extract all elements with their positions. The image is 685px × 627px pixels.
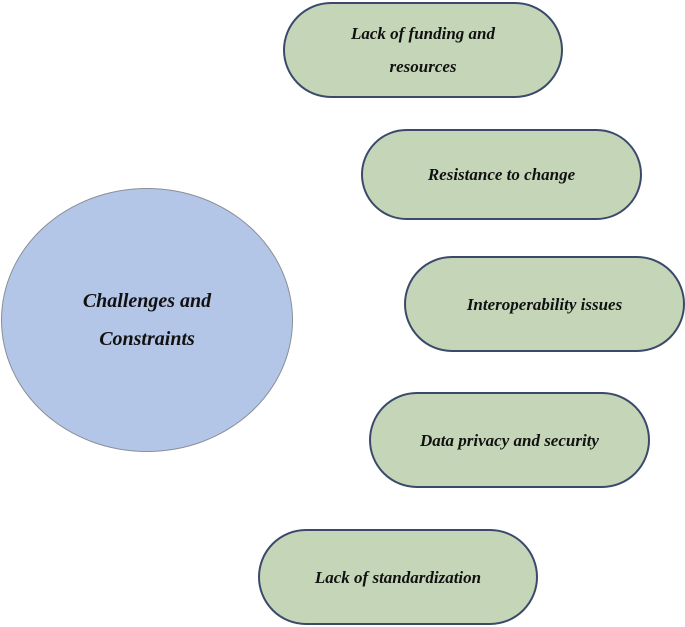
node-label: Lack of standardization — [314, 567, 482, 587]
node-label: Lack of funding and resources — [350, 24, 496, 76]
node-resistance-to-change: Resistance to change — [361, 129, 642, 220]
node-funding-resources: Lack of funding and resources — [283, 2, 563, 98]
node-lack-of-standardization: Lack of standardization — [258, 529, 538, 625]
node-label: Data privacy and security — [420, 430, 599, 450]
challenges-constraints-ellipse: Challenges and Constraints — [1, 188, 293, 452]
node-label: Resistance to change — [427, 165, 576, 184]
node-interoperability: Interoperability issues — [404, 256, 685, 352]
node-label: Interoperability issues — [466, 294, 623, 314]
node-data-privacy-security: Data privacy and security — [369, 392, 650, 488]
center-label: Challenges and Constraints — [82, 290, 212, 350]
